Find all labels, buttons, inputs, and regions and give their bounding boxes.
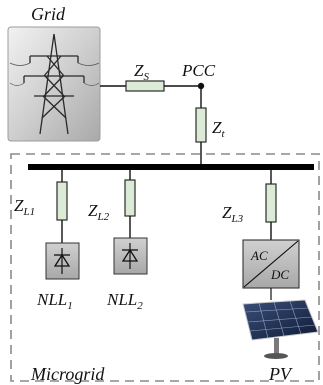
solar-panel-icon	[242, 299, 319, 359]
zl2-impedance	[124, 179, 136, 217]
microgrid-boundary	[10, 153, 320, 382]
inverter-dc-label: DC	[270, 267, 289, 282]
grid-label: Grid	[31, 4, 66, 24]
inverter-ac-label: AC	[250, 248, 268, 263]
diode-rectifier-icon	[113, 237, 148, 275]
zs-label: ZS	[134, 61, 149, 83]
feeder-nll2: ZL2 NLL2	[88, 170, 148, 312]
pcc-label: PCC	[181, 61, 216, 80]
zl3-label: ZL3	[222, 203, 244, 225]
feeder-pv: ZL3 AC DC	[222, 170, 319, 359]
zt-impedance	[195, 107, 207, 143]
pv-label: PV	[268, 364, 293, 384]
transmission-tower-icon	[7, 26, 101, 142]
zl2-label: ZL2	[88, 201, 110, 223]
nll1-label: NLL1	[36, 290, 73, 312]
feeder-nll1: ZL1 NLL1	[14, 170, 80, 312]
ac-dc-converter-icon: AC DC	[242, 239, 300, 289]
diode-rectifier-icon	[45, 242, 80, 280]
zl1-impedance	[56, 181, 68, 221]
nll2-label: NLL2	[106, 290, 143, 312]
main-bus	[28, 164, 314, 170]
zt-label: Zt	[212, 118, 225, 140]
microgrid-label: Microgrid	[30, 364, 105, 384]
zl1-label: ZL1	[14, 196, 35, 218]
zl3-impedance	[265, 183, 277, 223]
